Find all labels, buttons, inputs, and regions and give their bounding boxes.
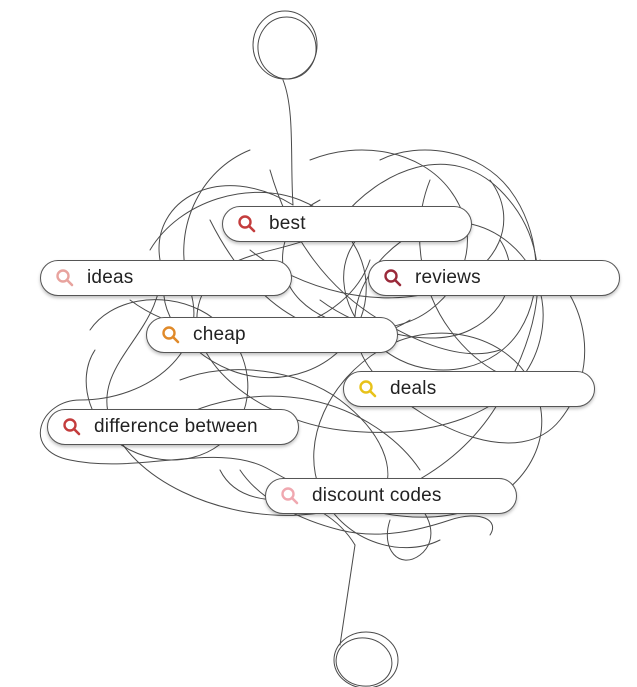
search-icon — [383, 268, 403, 288]
search-bubble-label: cheap — [193, 324, 246, 345]
search-icon — [62, 417, 82, 437]
search-bubble-label: difference between — [94, 416, 258, 437]
top-tail — [282, 79, 294, 206]
search-icon — [280, 486, 300, 506]
search-bubble-label: ideas — [87, 267, 134, 288]
search-icon — [55, 268, 75, 288]
search-icon — [237, 214, 257, 234]
search-bubble-deals[interactable]: deals — [343, 371, 595, 407]
search-icon — [358, 379, 378, 399]
search-bubble-label: reviews — [415, 267, 481, 288]
bottom-loop-inner — [335, 637, 393, 687]
search-bubble-best[interactable]: best — [222, 206, 472, 242]
search-bubble-label: discount codes — [312, 485, 442, 506]
search-bubble-label: best — [269, 213, 306, 234]
search-bubble-label: deals — [390, 378, 437, 399]
bottom-tail — [339, 544, 356, 646]
search-bubble-cheap[interactable]: cheap — [146, 317, 398, 353]
top-loop — [252, 10, 318, 80]
top-loop-inner — [257, 16, 317, 80]
bottom-loop — [333, 631, 399, 687]
search-bubble-ideas[interactable]: ideas — [40, 260, 292, 296]
search-icon — [161, 325, 181, 345]
search-bubble-difference-between[interactable]: difference between — [47, 409, 299, 445]
search-bubble-reviews[interactable]: reviews — [368, 260, 620, 296]
search-bubble-discount-codes[interactable]: discount codes — [265, 478, 517, 514]
